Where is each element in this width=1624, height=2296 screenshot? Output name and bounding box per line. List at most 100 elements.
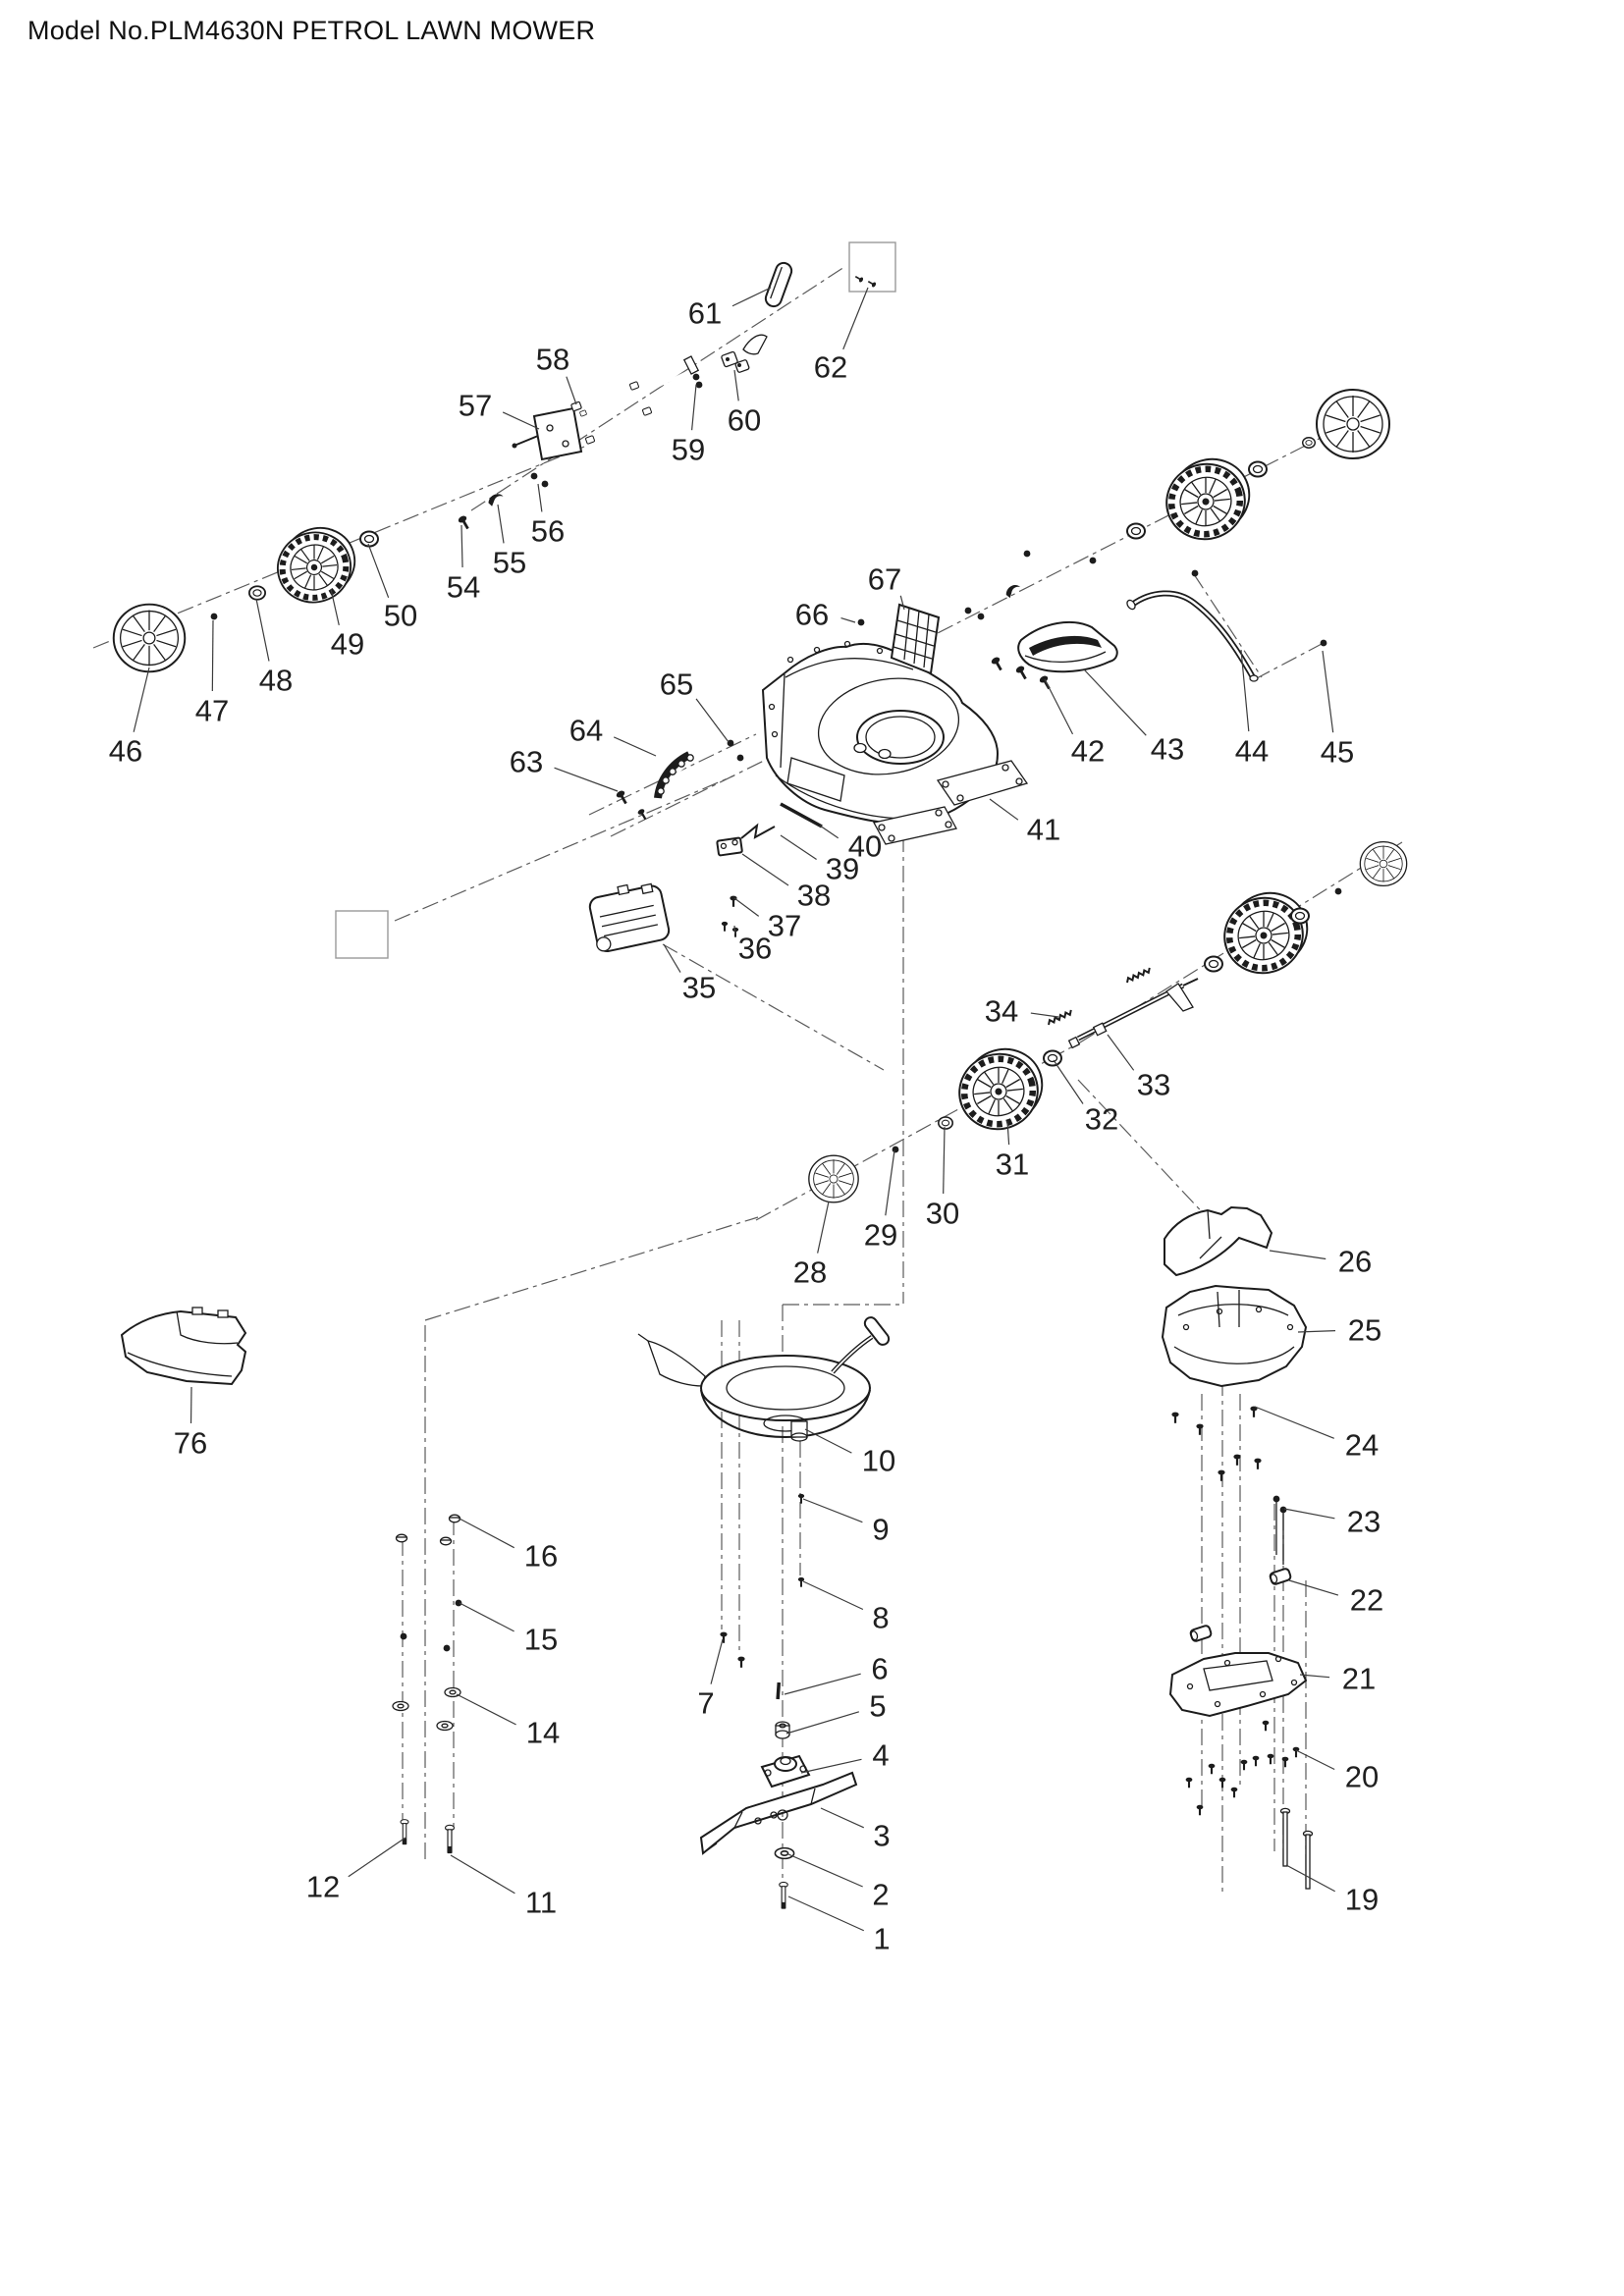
leader-line-46 xyxy=(133,667,150,732)
construction-line-3 xyxy=(610,753,779,837)
part-38-bracket xyxy=(716,836,743,857)
part-bushing-front-right-outer xyxy=(1248,460,1268,478)
part-label-21: 21 xyxy=(1342,1662,1376,1696)
leader-line-49 xyxy=(330,588,340,625)
leader-line-42 xyxy=(1044,678,1074,735)
construction-line-26 xyxy=(1193,573,1263,678)
part-label-35: 35 xyxy=(682,971,716,1005)
part-deck-bolt-a xyxy=(964,607,972,614)
part-label-14: 14 xyxy=(526,1716,560,1750)
part-7-screw-b xyxy=(737,1656,745,1668)
part-57-spacer-a xyxy=(628,381,640,391)
part-20-screw-b xyxy=(1208,1763,1216,1775)
leader-line-29 xyxy=(885,1149,895,1216)
part-41-mounting-plate xyxy=(873,760,1029,845)
leader-line-8 xyxy=(802,1580,864,1611)
part-label-63: 63 xyxy=(510,745,543,779)
part-locknut-front-right xyxy=(1301,437,1317,449)
leader-line-57 xyxy=(502,411,540,430)
part-label-33: 33 xyxy=(1137,1068,1170,1102)
leader-line-14 xyxy=(456,1693,516,1726)
part-50-flange-nut xyxy=(359,530,379,548)
leader-line-1 xyxy=(787,1896,865,1932)
part-30-flange-nut xyxy=(937,1116,954,1130)
leader-line-67 xyxy=(899,595,905,611)
part-label-66: 66 xyxy=(795,598,829,632)
part-24-screw-c xyxy=(1218,1469,1225,1481)
leader-line-50 xyxy=(367,543,390,598)
leader-line-63 xyxy=(554,767,619,792)
part-label-61: 61 xyxy=(688,296,722,331)
part-28-hub-cap xyxy=(808,1154,859,1203)
part-43-rear-deflector xyxy=(1017,620,1118,673)
parts-layer xyxy=(112,261,1408,1910)
part-5-spacer xyxy=(775,1721,790,1739)
part-61-grip-lever xyxy=(764,261,793,308)
part-bushing-rear-right xyxy=(1204,955,1223,973)
leader-line-23 xyxy=(1283,1508,1335,1520)
leader-line-15 xyxy=(459,1602,514,1632)
part-62-bolt-a xyxy=(853,274,864,284)
part-15-bolt-a xyxy=(455,1599,462,1607)
part-label-6: 6 xyxy=(871,1652,888,1686)
part-label-34: 34 xyxy=(985,994,1018,1029)
leader-line-31 xyxy=(1006,1120,1010,1146)
part-label-41: 41 xyxy=(1027,813,1060,847)
part-10-belt-housing xyxy=(637,1316,891,1442)
part-20-screw-e xyxy=(1240,1759,1248,1771)
part-label-11: 11 xyxy=(525,1886,557,1920)
leader-line-61 xyxy=(731,287,772,307)
leader-line-40 xyxy=(819,825,839,839)
leader-line-34 xyxy=(1030,1012,1059,1018)
part-wheel-rear-right xyxy=(1214,883,1318,984)
part-20-screw-j xyxy=(1292,1746,1300,1758)
part-34-spring-a xyxy=(1046,1008,1074,1026)
leader-line-56 xyxy=(537,483,543,512)
construction-line-25 xyxy=(1077,1079,1211,1221)
leader-line-16 xyxy=(457,1517,515,1549)
leader-line-21 xyxy=(1299,1674,1330,1679)
part-20-screw-h xyxy=(1267,1753,1274,1765)
part-11-bolt xyxy=(444,1824,456,1854)
leader-line-2 xyxy=(787,1853,863,1888)
part-label-60: 60 xyxy=(728,403,761,438)
part-20-screw-c xyxy=(1218,1777,1226,1789)
part-44-guard-bar xyxy=(1126,590,1259,682)
part-56-screw-b xyxy=(541,480,549,488)
part-label-32: 32 xyxy=(1085,1102,1118,1137)
part-62-bolt-b xyxy=(866,279,877,289)
part-22-bushing-a xyxy=(1269,1568,1292,1585)
part-42-screw-b xyxy=(1014,665,1030,681)
part-22-bushing-b xyxy=(1189,1625,1213,1642)
part-35-discharge-flap xyxy=(588,882,671,953)
part-8-screw xyxy=(797,1576,805,1587)
part-24-screw-e xyxy=(1250,1406,1258,1417)
leader-line-39 xyxy=(780,834,817,860)
part-1-blade-bolt xyxy=(779,1881,788,1910)
part-41-deck-housing xyxy=(761,640,1029,845)
part-label-19: 19 xyxy=(1345,1883,1379,1917)
leader-line-55 xyxy=(497,504,505,544)
leader-line-25 xyxy=(1297,1329,1336,1333)
leader-line-9 xyxy=(802,1498,863,1523)
part-label-44: 44 xyxy=(1235,734,1269,769)
part-14-washer-b xyxy=(392,1700,409,1712)
part-21-base-plate xyxy=(1168,1652,1308,1718)
part-24-screw-a xyxy=(1171,1412,1179,1423)
leader-line-12 xyxy=(348,1837,406,1878)
part-label-5: 5 xyxy=(869,1689,886,1724)
leader-line-65 xyxy=(695,698,730,743)
part-66-screw xyxy=(857,618,865,626)
part-76-mulch-plug xyxy=(120,1307,247,1386)
leader-line-60 xyxy=(733,369,739,401)
leader-line-26 xyxy=(1269,1250,1326,1260)
part-label-7: 7 xyxy=(697,1686,714,1721)
part-24-screw-f xyxy=(1254,1458,1262,1469)
part-46-hub-cap xyxy=(112,603,187,673)
part-label-2: 2 xyxy=(872,1878,889,1912)
part-2-washer xyxy=(774,1846,795,1860)
leader-line-43 xyxy=(1083,668,1147,736)
part-label-54: 54 xyxy=(447,570,480,605)
leader-line-22 xyxy=(1288,1579,1339,1596)
